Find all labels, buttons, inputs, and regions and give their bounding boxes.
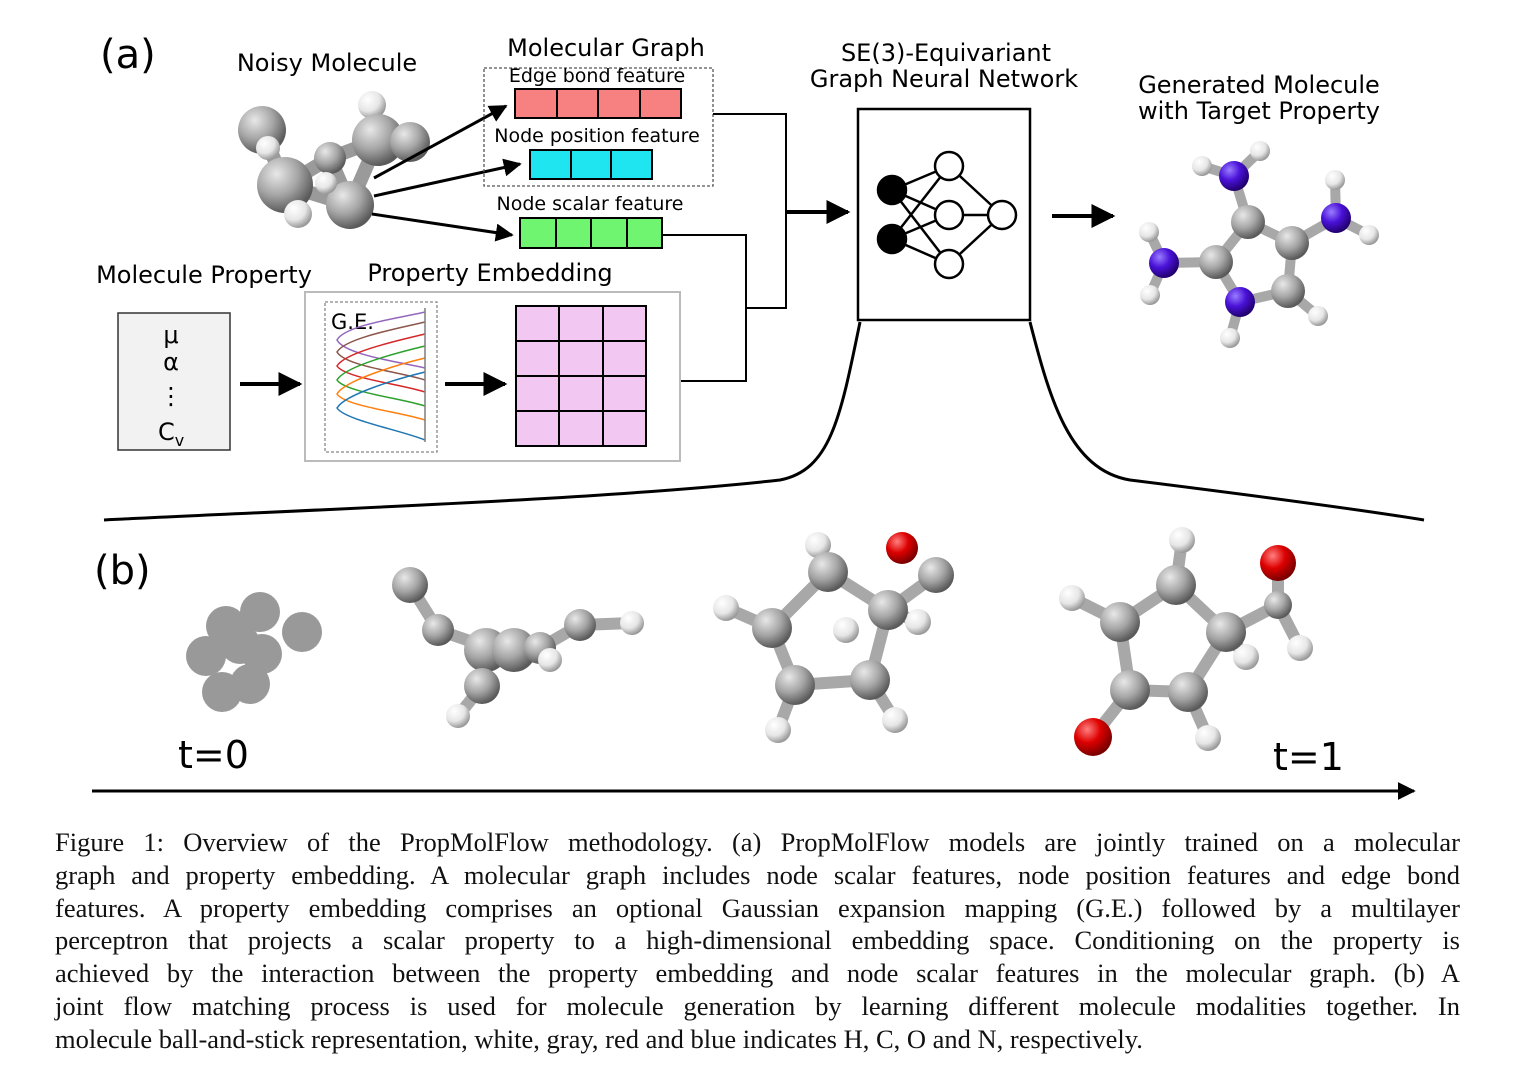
generated-molecule-title-line2: with Target Property: [1138, 97, 1380, 125]
molecule-t1: [1059, 527, 1313, 756]
caption-line-1: Figure 1: Overview of the PropMolFlow me…: [55, 827, 1460, 857]
molecular-graph-title: Molecular Graph: [507, 34, 705, 62]
caption-line-7: molecule ball-and-stick representation, …: [55, 1023, 1143, 1054]
caption-line-5: achieved by the interaction between the …: [55, 958, 1460, 989]
panel-a-label: (a): [100, 32, 156, 78]
generated-molecule: [1139, 141, 1379, 348]
molecule-t-intermediate-1: [392, 567, 644, 728]
connector-lines: [663, 113, 787, 382]
node-position-feature-label: Node position feature: [494, 125, 700, 147]
edge-bond-feature-vector: [514, 88, 682, 119]
ge-label: G.E.: [331, 310, 374, 334]
node-scalar-feature-label: Node scalar feature: [497, 193, 684, 215]
caption-line-4: perceptron that projects a scalar proper…: [55, 925, 1460, 956]
time-start-label: t=0: [178, 733, 249, 777]
molecule-t0: [186, 592, 322, 712]
caption-line-6: joint flow matching process is used for …: [55, 990, 1460, 1021]
property-embedding-title: Property Embedding: [367, 259, 612, 287]
property-cv: Cv: [158, 418, 184, 450]
gnn-title-line2: Graph Neural Network: [810, 65, 1078, 93]
caption-line-2: graph and property embedding. A molecula…: [55, 859, 1460, 890]
gnn-title-line1: SE(3)-Equivariant: [841, 39, 1051, 67]
property-mu: μ: [163, 321, 178, 349]
property-ellipsis: ⋮: [159, 382, 183, 410]
property-c: C: [158, 418, 175, 446]
generated-molecule-title-line1: Generated Molecule: [1138, 71, 1380, 99]
node-scalar-feature-vector: [519, 217, 663, 249]
property-alpha: α: [163, 348, 179, 376]
time-end-label: t=1: [1273, 735, 1344, 779]
figure-caption: Figure 1: Overview of the PropMolFlow me…: [55, 826, 1460, 1056]
property-cv-subscript: v: [175, 431, 184, 450]
feature-arrows: [371, 104, 522, 242]
molecule-t-intermediate-2: [713, 532, 954, 743]
noisy-molecule-title: Noisy Molecule: [237, 49, 417, 77]
noisy-molecule: [238, 91, 430, 229]
molecule-property-box: [117, 312, 231, 451]
node-position-feature-vector: [529, 149, 653, 180]
figure-1: (a) Noisy Molecule Molecular Graph SE(3)…: [92, 32, 1425, 800]
molecular-graph-box: [483, 67, 714, 187]
gaussian-expansion-box: [324, 301, 438, 453]
gnn-zoom-bracket: [103, 321, 1425, 522]
neural-network-icon: [876, 150, 1018, 280]
caption-line-3: features. A property embedding comprises…: [55, 892, 1460, 923]
panel-b-label: (b): [94, 548, 151, 594]
molecule-property-title: Molecule Property: [96, 261, 312, 289]
embedding-matrix: [515, 305, 647, 447]
gaussian-curves: [336, 308, 426, 442]
edge-bond-feature-label: Edge bond feature: [509, 65, 685, 87]
